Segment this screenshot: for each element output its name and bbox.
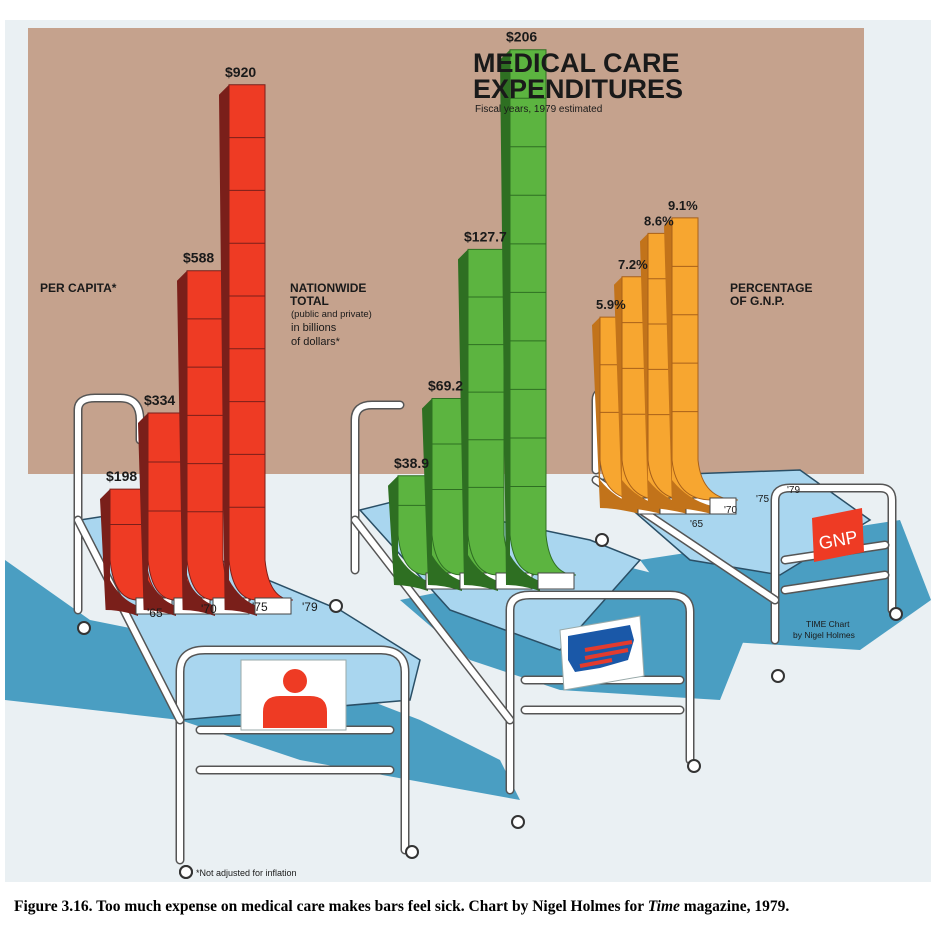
nationwide-bar-cap (537, 572, 575, 590)
gnp-sign-icon: GNP (812, 508, 864, 562)
caster-icon (511, 815, 525, 829)
gnp-bars (592, 217, 739, 515)
gnp-category-label: '79 (787, 485, 800, 496)
nationwide-value-label: $38.9 (394, 455, 429, 471)
per_capita-bar-cap (254, 597, 292, 615)
gnp-category-label: '70 (724, 505, 737, 516)
caption-prefix: Figure 3.16. Too much expense on medical… (14, 898, 648, 915)
person-icon (240, 659, 347, 731)
nationwide-bed-frame (352, 517, 513, 723)
nationwide-label-3: (public and private) (291, 309, 372, 320)
caption-suffix: magazine, 1979. (679, 898, 790, 915)
caster-icon (889, 607, 903, 621)
us-flag-map-icon (559, 615, 645, 691)
nationwide-bar (467, 248, 535, 576)
chart-title-line1: MEDICAL CARE (473, 48, 680, 78)
nationwide-value-label: $69.2 (428, 378, 463, 394)
credit-line2: by Nigel Holmes (793, 630, 855, 640)
gnp-label-1: PERCENTAGE (730, 281, 812, 295)
gnp-bar-side (640, 233, 688, 514)
per_capita-category-label: '65 (147, 606, 163, 620)
per_capita-value-label: $588 (183, 250, 214, 266)
gnp-bar-cap (709, 497, 737, 515)
nationwide-bar (509, 49, 577, 576)
gnp-value-label: 7.2% (618, 257, 648, 272)
nationwide-bed-frame (352, 402, 403, 573)
gnp-value-label: 5.9% (596, 297, 626, 312)
per_capita-value-label: $198 (106, 468, 137, 484)
credit-line1: TIME Chart (806, 619, 850, 629)
per_capita-category-label: '75 (252, 600, 268, 614)
gnp-value-label: 8.6% (644, 213, 674, 228)
caster-icon (179, 865, 193, 879)
caster-icon (687, 759, 701, 773)
caster-icon (405, 845, 419, 859)
caster-icon (77, 621, 91, 635)
chart-title-line2: EXPENDITURES (473, 74, 683, 104)
gnp-value-label: 9.1% (668, 198, 698, 213)
gnp-bar-side (664, 217, 712, 514)
caster-icon (329, 599, 343, 613)
nationwide-label-4: in billions (291, 322, 337, 334)
chart-subtitle: Fiscal years, 1979 estimated (475, 104, 602, 115)
gnp-bar (671, 217, 739, 501)
per_capita-category-label: '70 (201, 602, 217, 616)
caster-icon (595, 533, 609, 547)
gnp-bar-side (592, 317, 640, 514)
per-capita-bed-frame (75, 517, 183, 723)
nationwide-bed-frame (507, 592, 693, 793)
nationwide-label-5: of dollars* (291, 336, 341, 348)
gnp-bar-side (614, 276, 662, 514)
per_capita-category-label: '79 (302, 600, 318, 614)
caster-icon (771, 669, 785, 683)
caption-magazine: Time (647, 898, 680, 915)
per-capita-bed-frame (177, 647, 408, 863)
gnp-category-label: '75 (756, 494, 769, 505)
gnp-label-2: OF G.N.P. (730, 294, 784, 308)
nationwide-label-2: TOTAL (290, 294, 329, 308)
per-capita-label: PER CAPITA* (40, 281, 117, 295)
nationwide-label-1: NATIONWIDE (290, 281, 366, 295)
per_capita-value-label: $920 (225, 64, 256, 80)
footnote: *Not adjusted for inflation (196, 868, 297, 878)
figure-caption: Figure 3.16. Too much expense on medical… (14, 898, 924, 916)
nationwide-value-label: $127.7 (464, 228, 507, 244)
nationwide-bars (388, 49, 577, 592)
nationwide-value-label: $206 (506, 29, 537, 45)
per_capita-bar (228, 84, 294, 601)
gnp-category-label: '65 (690, 519, 703, 530)
gnp-bed-frame (772, 485, 895, 643)
per_capita-value-label: $334 (144, 392, 175, 408)
per-capita-bed-frame (75, 395, 143, 613)
per_capita-bars (100, 84, 294, 617)
